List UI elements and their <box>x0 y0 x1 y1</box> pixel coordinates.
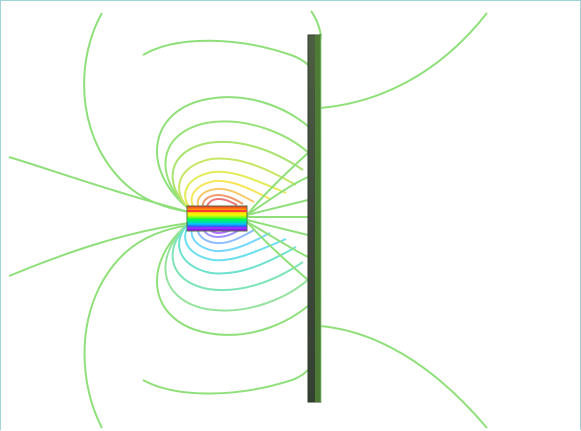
contour-lines-upper <box>156 96 318 210</box>
field-line <box>178 222 297 275</box>
field-line <box>246 221 309 258</box>
field-line <box>156 96 318 210</box>
field-line <box>178 157 297 210</box>
plate-inner-band <box>315 35 320 402</box>
outer-field-lines <box>8 10 488 429</box>
field-line <box>184 170 287 210</box>
field-line <box>171 140 304 210</box>
field-line <box>8 156 190 213</box>
contour-lines-lower <box>156 222 318 336</box>
field-line <box>164 222 311 312</box>
field-line <box>190 222 271 253</box>
field-line <box>83 12 218 216</box>
field-line <box>319 325 488 429</box>
field-line <box>246 176 309 216</box>
field-line <box>83 221 218 429</box>
field-line <box>171 222 304 292</box>
field-line <box>319 12 488 109</box>
field-line <box>246 152 309 216</box>
field-line <box>184 222 287 262</box>
field-line <box>8 222 190 277</box>
magnet <box>186 205 248 232</box>
field-line <box>156 222 318 336</box>
field-line <box>246 219 309 236</box>
field-line <box>201 193 244 208</box>
field-line <box>142 348 320 395</box>
field-line <box>164 120 311 210</box>
plate-connections <box>246 152 309 281</box>
field-line <box>246 199 309 216</box>
field-line <box>190 179 271 210</box>
field-line <box>142 39 320 86</box>
field-line <box>196 187 255 209</box>
field-line <box>206 197 238 207</box>
steel-plate <box>307 34 322 403</box>
field-line <box>246 221 309 281</box>
